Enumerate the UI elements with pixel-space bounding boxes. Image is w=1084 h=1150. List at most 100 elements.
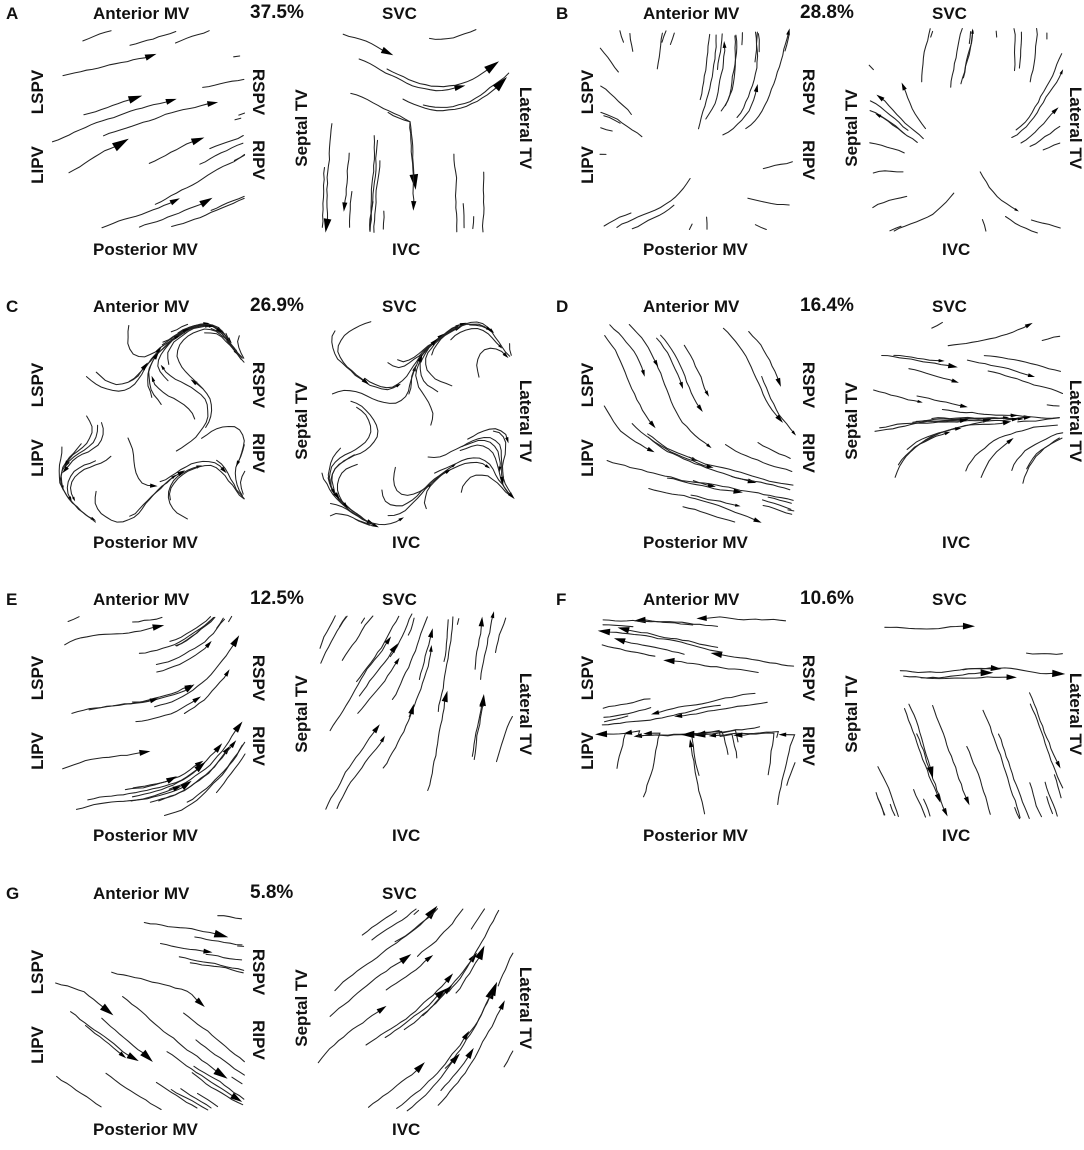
streamline: [869, 100, 909, 131]
la-ripv-label: RIPV: [249, 1020, 268, 1060]
streamline: [903, 675, 1012, 680]
streamline: [879, 96, 924, 140]
streamline: [161, 366, 209, 452]
ra-ivc-label: IVC: [392, 826, 421, 845]
streamline: [737, 732, 775, 776]
streamline: [130, 787, 178, 802]
flow-arrowhead: [674, 713, 683, 718]
flow-arrowhead: [380, 46, 394, 56]
flow-arrowhead: [149, 698, 159, 704]
streamline: [124, 778, 173, 791]
streamline: [427, 439, 501, 470]
streamline: [762, 161, 793, 170]
flow-arrowhead: [1017, 417, 1024, 421]
flow-arrowhead: [192, 696, 201, 704]
streamline: [191, 1072, 244, 1106]
ra-svc-label: SVC: [382, 297, 417, 316]
streamline: [889, 225, 902, 232]
flow-arrowhead: [441, 690, 448, 703]
flow-arrowhead: [505, 437, 509, 444]
streamline: [334, 911, 433, 992]
percentage-label: 5.8%: [250, 882, 294, 903]
flow-arrowhead: [424, 955, 434, 963]
streamline: [1014, 807, 1021, 820]
streamline: [225, 332, 243, 359]
ra-lateral-tv-label: Lateral TV: [516, 966, 535, 1050]
streamline: [982, 709, 1021, 819]
streamline: [168, 464, 245, 501]
streamline: [350, 92, 416, 183]
streamline: [154, 154, 245, 205]
streamline: [234, 444, 245, 497]
streamline: [122, 996, 222, 1075]
streamline: [603, 212, 632, 227]
streamline: [631, 204, 675, 230]
streamline: [88, 699, 155, 711]
streamline: [476, 347, 507, 378]
la-lspv-label: LSPV: [28, 655, 47, 701]
flow-arrowhead: [1059, 69, 1064, 75]
streamline: [757, 33, 760, 53]
ra-ivc-label: IVC: [942, 826, 971, 845]
streamline: [167, 325, 212, 365]
streamline: [453, 153, 458, 233]
streamline: [767, 496, 792, 504]
streamline: [716, 653, 795, 667]
flow-arrowhead: [753, 84, 759, 93]
streamline: [210, 328, 245, 363]
flow-arrowhead: [194, 760, 204, 768]
streamline: [371, 908, 417, 941]
streamline: [987, 370, 1064, 395]
streamline: [661, 30, 667, 43]
flow-arrowhead: [165, 776, 177, 784]
flow-arrowhead: [1051, 107, 1059, 115]
flow-arrowhead: [395, 383, 401, 388]
flow-arrowhead: [722, 41, 727, 48]
flow-arrowhead: [384, 636, 392, 645]
la-posterior-mv-label: Posterior MV: [643, 826, 748, 845]
flow-arrowhead: [100, 1003, 114, 1016]
streamline: [1029, 27, 1038, 83]
ra-septal-tv-label: Septal TV: [842, 382, 861, 460]
streamline: [682, 506, 736, 523]
la-lspv-label: LSPV: [578, 69, 597, 115]
flow-arrowhead: [643, 730, 652, 736]
streamline: [893, 354, 942, 362]
flow-arrowhead: [901, 82, 907, 91]
streamline: [602, 619, 694, 626]
la-ripv-label: RIPV: [249, 433, 268, 473]
streamline: [654, 692, 756, 714]
ra-svc-label: SVC: [382, 590, 417, 609]
streamline: [480, 614, 494, 680]
streamline: [62, 751, 146, 770]
la-lipv-label: LIPV: [28, 146, 47, 184]
streamline: [210, 195, 245, 211]
streamline: [386, 65, 493, 88]
flow-arrowhead: [379, 735, 385, 743]
streamline: [455, 951, 482, 994]
streamline: [899, 667, 997, 674]
la-lspv-label: LSPV: [578, 362, 597, 408]
streamline: [601, 704, 721, 726]
streamline: [469, 324, 511, 357]
streamline: [461, 436, 504, 481]
flow-arrowhead: [876, 94, 885, 102]
streamline: [325, 727, 378, 810]
streamline: [62, 55, 152, 77]
flow-arrowhead: [1014, 208, 1019, 212]
flow-arrowhead: [488, 981, 498, 997]
ra-ivc-label: IVC: [942, 240, 971, 259]
streamline: [1022, 437, 1060, 484]
streamline: [195, 1039, 245, 1076]
streamline: [168, 725, 240, 790]
streamline: [56, 1075, 102, 1108]
streamline: [747, 197, 790, 206]
flow-arrowhead: [429, 645, 433, 652]
flow-arrowhead: [199, 197, 213, 208]
streamline: [1046, 796, 1054, 815]
streamline: [1011, 432, 1064, 471]
flow-arrowhead: [333, 492, 340, 500]
ra-flow-map: [319, 611, 513, 810]
streamline: [385, 957, 430, 991]
